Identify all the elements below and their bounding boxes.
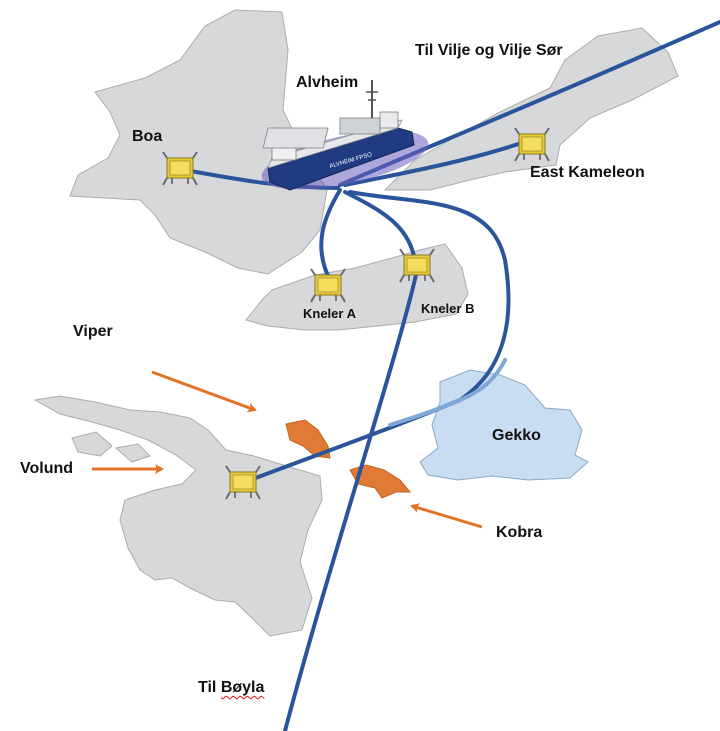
pipeline-kneler-a	[319, 188, 342, 282]
orange-arrow-icon	[92, 370, 483, 529]
volund-islet-2	[114, 443, 151, 463]
label-kneler-a: Kneler A	[303, 306, 356, 321]
label-kneler-b: Kneler B	[421, 301, 475, 316]
label-volund: Volund	[20, 460, 74, 477]
viper-discovery-area	[285, 419, 331, 459]
pipeline-through-gekko-highlight	[388, 358, 507, 427]
east-kameleon-field-area	[383, 27, 679, 191]
label-viper: Viper	[73, 323, 113, 340]
label-til-boyla-name: Bøyla	[220, 679, 265, 696]
pipeline-east-kameleon	[343, 138, 532, 187]
label-kobra: Kobra	[496, 524, 543, 541]
kobra-discovery-area	[349, 464, 412, 499]
fpso-vessel-icon: ALVHEIM FPSO	[261, 80, 429, 191]
gekko-field-area	[419, 369, 589, 481]
field-polygons	[33, 9, 679, 637]
pipeline-gekko-loop	[348, 190, 511, 402]
volund-islet-1	[71, 431, 113, 457]
label-east-kameleon: East Kameleon	[530, 164, 645, 181]
label-til-boyla-prefix: Til	[198, 679, 221, 696]
label-alvheim: Alvheim	[296, 74, 359, 91]
pipeline-til-boyla	[283, 264, 420, 731]
pipeline-kneler-b	[343, 190, 417, 264]
boa-field-area	[69, 9, 328, 275]
volund-field-area	[33, 395, 323, 637]
label-boa: Boa	[132, 128, 163, 145]
label-til-boyla: Til Bøyla	[198, 679, 264, 697]
label-til-vilje: Til Vilje og Vilje Sør	[415, 42, 563, 59]
label-gekko: Gekko	[492, 427, 541, 444]
